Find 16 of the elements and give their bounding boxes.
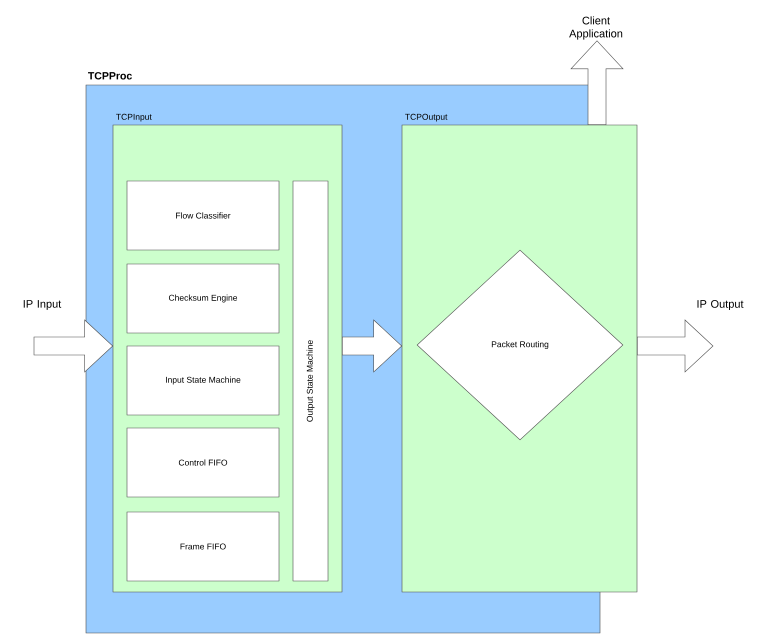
block-arrow — [637, 319, 714, 373]
process-box: Control FIFO — [126, 428, 280, 498]
node-label: TCPProc — [88, 72, 132, 80]
process-box: Flow Classifier — [126, 180, 280, 250]
io-label: Client Application — [569, 16, 622, 40]
node-label: TCPInput — [116, 114, 152, 122]
block-arrow — [570, 40, 624, 125]
block-arrow — [34, 319, 114, 373]
io-label: IP Output — [698, 300, 744, 310]
process-box: Input State Machine — [126, 346, 280, 416]
process-box: Output State Machine — [292, 180, 328, 582]
process-box: Checksum Engine — [126, 264, 280, 334]
io-label: IP Input — [24, 300, 62, 310]
process-box: Frame FIFO — [126, 512, 280, 582]
block-arrow — [342, 319, 402, 373]
node-label: TCPOutput — [405, 114, 448, 122]
